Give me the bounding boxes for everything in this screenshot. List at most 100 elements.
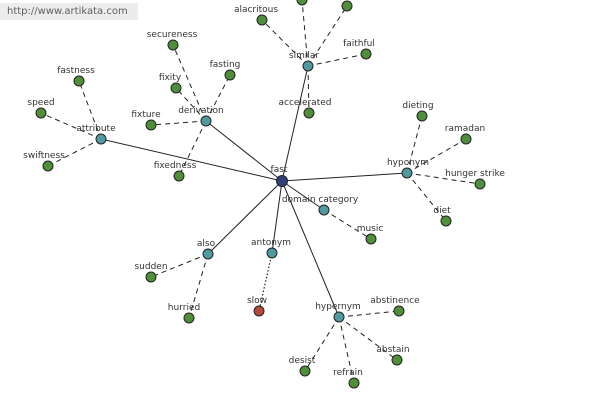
edge-hypernym-to-refrain [338,316,355,384]
node-top-word-2[interactable] [341,0,353,12]
node-fixture[interactable] [145,119,157,131]
node-fastness[interactable] [73,75,85,87]
edge-similar-to-top-word-1 [301,0,309,67]
node-label-fastness: fastness [57,66,95,76]
node-swiftness[interactable] [42,160,54,172]
node-label-domain-category: domain category [282,195,359,205]
node-label-also: also [197,239,216,249]
node-label-hypernym: hypernym [315,302,361,312]
edge-hyponym-to-dieting [406,115,423,174]
node-label-hunger-strike: hunger strike [445,169,505,179]
edge-derivation-to-fixity [175,87,207,122]
node-label-derivation: derivation [178,106,224,116]
edge-derivation-to-fixture [150,120,207,126]
node-faithful[interactable] [360,48,372,60]
edge-hyponym-to-hunger-strike [406,172,481,185]
edge-hypernym-to-abstain [338,316,398,361]
node-fasting[interactable] [224,69,236,81]
node-domain-category[interactable] [318,204,330,216]
node-label-music: music [357,224,384,234]
node-hunger-strike[interactable] [474,178,486,190]
node-label-diet: diet [433,206,451,216]
node-label-ramadan: ramadan [445,124,485,134]
edge-similar-to-alacritous [261,19,309,67]
node-antonym[interactable] [266,247,278,259]
edge-hypernym-to-desist [304,316,340,372]
node-accelerated[interactable] [303,107,315,119]
node-abstain[interactable] [391,354,403,366]
edge-hypernym-to-abstinence [338,310,400,318]
node-layer [35,0,486,389]
node-label-refrain: refrain [333,368,363,378]
node-desist[interactable] [299,365,311,377]
node-fixity[interactable] [170,82,182,94]
node-hypernym[interactable] [333,311,345,323]
node-label-fixture: fixture [131,110,161,120]
node-fast[interactable] [276,175,288,187]
node-label-accelerated: accelerated [279,98,332,108]
node-label-hyponym: hyponym [387,158,429,168]
node-ramadan[interactable] [460,133,472,145]
node-label-faithful: faithful [343,39,375,49]
node-label-antonym: antonym [251,238,291,248]
node-label-sudden: sudden [134,262,167,272]
edge-also-to-hurried [188,253,209,319]
node-label-abstain: abstain [376,345,409,355]
node-secureness[interactable] [167,39,179,51]
node-label-attribute: attribute [76,124,116,134]
edge-domain-category-to-music [323,209,372,240]
node-alacritous[interactable] [256,14,268,26]
edge-fast-to-hyponym [281,172,408,182]
edge-attribute-to-speed [40,112,102,140]
edge-also-to-sudden [150,253,209,278]
node-derivation[interactable] [200,115,212,127]
node-label-hurried: hurried [168,303,200,313]
node-dieting[interactable] [416,110,428,122]
node-label-fasting: fasting [210,60,241,70]
edge-fast-to-attribute [100,138,283,182]
node-label-fixity: fixity [159,73,182,83]
label-layer: fastsimilarderivationattributehyponymdom… [23,5,505,378]
edge-fast-to-hypernym [281,180,340,318]
edge-fast-to-antonym [271,180,283,254]
node-hyponym[interactable] [401,167,413,179]
node-speed[interactable] [35,107,47,119]
node-slow[interactable] [253,305,265,317]
node-label-alacritous: alacritous [234,5,278,15]
node-diet[interactable] [440,215,452,227]
edge-similar-to-top-word-2 [307,5,348,67]
node-music[interactable] [365,233,377,245]
node-label-slow: slow [247,296,267,306]
node-fixedness[interactable] [173,170,185,182]
edge-fast-to-similar [281,65,309,182]
edge-fast-to-also [207,180,283,255]
edge-antonym-to-slow [258,252,273,312]
node-label-secureness: secureness [147,30,198,40]
node-label-fixedness: fixedness [154,161,197,171]
edge-hyponym-to-ramadan [406,138,467,174]
edge-derivation-to-secureness [172,44,207,122]
edge-layer [40,0,481,384]
node-sudden[interactable] [145,271,157,283]
node-label-abstinence: abstinence [370,296,420,306]
node-top-word-1[interactable] [296,0,308,6]
edge-hyponym-to-diet [406,172,447,222]
edge-attribute-to-fastness [78,80,102,140]
watermark-url: http://www.artikata.com [0,3,138,20]
edge-similar-to-faithful [307,53,367,67]
edge-attribute-to-swiftness [47,138,102,167]
edge-fast-to-derivation [205,120,283,182]
node-abstinence[interactable] [393,305,405,317]
node-label-swiftness: swiftness [23,151,65,161]
node-similar[interactable] [302,60,314,72]
node-label-speed: speed [27,98,54,108]
node-refrain[interactable] [348,377,360,389]
node-label-desist: desist [289,356,316,366]
node-label-dieting: dieting [402,101,433,111]
node-attribute[interactable] [95,133,107,145]
node-hurried[interactable] [183,312,195,324]
node-also[interactable] [202,248,214,260]
edge-derivation-to-fixedness [178,120,207,177]
